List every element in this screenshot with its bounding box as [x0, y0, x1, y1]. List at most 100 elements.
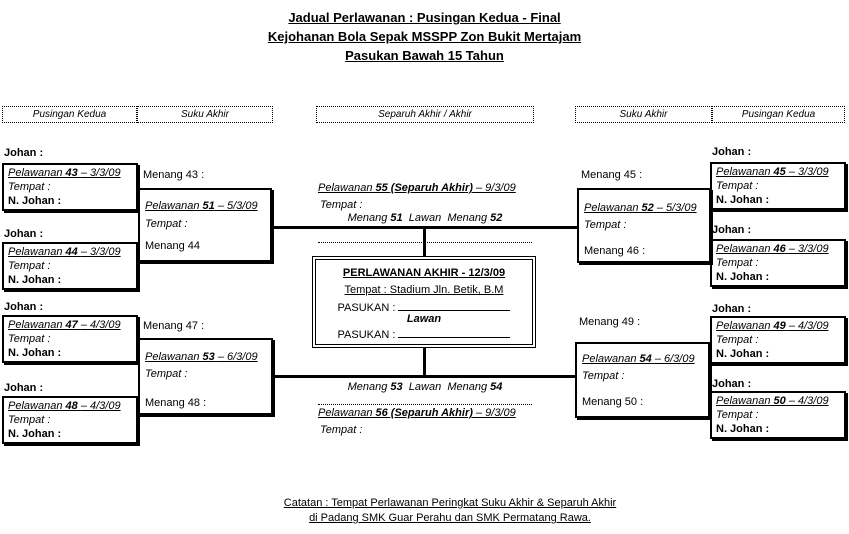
qf52-winner-top-label: Menang 45 : [581, 169, 643, 181]
sf56-num-b: 54 [490, 381, 503, 393]
pelawanan-label: Pelawanan [716, 243, 771, 255]
johan-label-45: Johan : [712, 146, 752, 158]
sf56-num-a: 53 [390, 381, 403, 393]
qf54-winner-bottom-label: Menang 50 : [582, 396, 644, 408]
sf55-menang-a: Menang [347, 212, 388, 224]
match-45-title: Pelawanan 45 – 3/3/09 [716, 165, 840, 179]
match-49-njohan: N. Johan : [716, 348, 770, 360]
match-49-number: 49 [773, 320, 786, 332]
match-49-tempat: Tempat : [716, 334, 759, 346]
match-box-44: Pelawanan 44 – 3/3/09 Tempat : N. Johan … [2, 242, 138, 290]
qf-53-date: – 6/3/09 [217, 351, 258, 363]
match-46-number: 46 [773, 243, 786, 255]
match-50-tempat: Tempat : [716, 409, 759, 421]
final-lawan: Lawan [406, 313, 442, 325]
qf-52-title: Pelawanan 52 – 5/3/09 [584, 202, 708, 214]
match-44-tempat: Tempat : [8, 260, 51, 272]
qf-box-54: Pelawanan 54 – 6/3/09 Tempat : Menang 50… [575, 342, 710, 418]
qf-51-title: Pelawanan 51 – 5/3/09 [145, 200, 269, 212]
match-49-date: – 4/3/09 [788, 320, 829, 332]
title-line1: Jadual Perlawanan : Pusingan Kedua - Fin… [288, 10, 561, 25]
qf54-winner-top-label: Menang 49 : [579, 316, 641, 328]
connector-bottom-hline [272, 375, 577, 378]
match-45-tempat: Tempat : [716, 180, 759, 192]
connector-bottom-vline [423, 348, 426, 375]
round-header-pusingan-kedua-right: Pusingan Kedua [712, 106, 845, 123]
final-box: PERLAWANAN AKHIR - 12/3/09 Tempat : Stad… [312, 256, 536, 348]
johan-label-43: Johan : [4, 147, 44, 159]
match-46-njohan: N. Johan : [716, 271, 770, 283]
sf55-date: – 9/3/09 [475, 182, 516, 194]
match-43-date: – 3/3/09 [80, 167, 121, 179]
match-43-title: Pelawanan 43 – 3/3/09 [8, 166, 132, 180]
pasukan-label: PASUKAN : [337, 329, 396, 341]
match-43-number: 43 [65, 167, 78, 179]
page-title: Jadual Perlawanan : Pusingan Kedua - Fin… [0, 8, 849, 65]
pelawanan-label: Pelawanan [582, 353, 637, 365]
match-box-48: Pelawanan 48 – 4/3/09 Tempat : N. Johan … [2, 396, 138, 444]
qf-box-51: Pelawanan 51 – 5/3/09 Tempat : Menang 44 [138, 188, 272, 262]
pelawanan-label: Pelawanan [8, 400, 63, 412]
pelawanan-label: Pelawanan [716, 320, 771, 332]
dotted-line-bottom [318, 404, 532, 405]
final-pasukan-2: PASUKAN : [316, 326, 532, 341]
match-box-47: Pelawanan 47 – 4/3/09 Tempat : N. Johan … [2, 315, 138, 363]
sf55-title: Pelawanan 55 (Separuh Akhir) – 9/3/09 [318, 182, 516, 194]
sf55-tempat: Tempat : [320, 199, 363, 211]
match-44-title: Pelawanan 44 – 3/3/09 [8, 245, 132, 259]
match-box-46: Pelawanan 46 – 3/3/09 Tempat : N. Johan … [710, 239, 846, 287]
match-box-49: Pelawanan 49 – 4/3/09 Tempat : N. Johan … [710, 316, 846, 364]
match-50-number: 50 [773, 395, 786, 407]
match-44-njohan: N. Johan : [8, 274, 62, 286]
match-44-number: 44 [65, 246, 78, 258]
pelawanan-label: Pelawanan [716, 395, 771, 407]
round-header-suku-akhir-left: Suku Akhir [137, 106, 273, 123]
johan-label-49: Johan : [712, 303, 752, 315]
team-name-blank-2 [398, 326, 511, 338]
qf53-winner-top-label: Menang 47 : [143, 320, 205, 332]
match-48-title: Pelawanan 48 – 4/3/09 [8, 399, 132, 413]
pelawanan-label: Pelawanan [145, 200, 200, 212]
round-header-pusingan-kedua-left: Pusingan Kedua [2, 106, 137, 123]
match-48-njohan: N. Johan : [8, 428, 62, 440]
qf-51-date: – 5/3/09 [217, 200, 258, 212]
johan-label-47: Johan : [4, 301, 44, 313]
sf56-tempat: Tempat : [320, 424, 363, 436]
qf-52-number: 52 [641, 202, 654, 214]
qf-box-53: Pelawanan 53 – 6/3/09 Tempat : Menang 48… [138, 338, 273, 415]
connector-top-hline [272, 226, 577, 229]
sf55-number: 55 (Separuh Akhir) [375, 182, 473, 194]
pelawanan-label: Pelawanan [716, 166, 771, 178]
pelawanan-label: Pelawanan [318, 407, 373, 419]
qf-52-date: – 5/3/09 [656, 202, 697, 214]
sf55-num-b: 52 [490, 212, 503, 224]
johan-label-48: Johan : [4, 382, 44, 394]
title-line3: Pasukan Bawah 15 Tahun [345, 48, 504, 63]
qf-54-date: – 6/3/09 [654, 353, 695, 365]
qf-53-title: Pelawanan 53 – 6/3/09 [145, 351, 270, 363]
match-box-45: Pelawanan 45 – 3/3/09 Tempat : N. Johan … [710, 162, 846, 210]
qf-box-52: Pelawanan 52 – 5/3/09 Tempat : Menang 46… [577, 188, 711, 263]
match-44-date: – 3/3/09 [80, 246, 121, 258]
sf56-matchup: Menang 53 Lawan Menang 54 [318, 381, 532, 393]
sf56-menang-b: Menang [447, 381, 488, 393]
match-45-date: – 3/3/09 [788, 166, 829, 178]
match-48-tempat: Tempat : [8, 414, 51, 426]
match-box-50: Pelawanan 50 – 4/3/09 Tempat : N. Johan … [710, 391, 846, 439]
match-50-title: Pelawanan 50 – 4/3/09 [716, 394, 840, 408]
footer-note: Catatan : Tempat Perlawanan Peringkat Su… [250, 496, 650, 526]
qf-53-tempat: Tempat : [145, 368, 188, 380]
final-venue: Tempat : Stadium Jln. Betik, B.M [344, 284, 504, 296]
title-line2: Kejohanan Bola Sepak MSSPP Zon Bukit Mer… [267, 29, 582, 44]
match-45-njohan: N. Johan : [716, 194, 770, 206]
match-47-number: 47 [65, 319, 78, 331]
qf-54-tempat: Tempat : [582, 370, 625, 382]
qf-53-number: 53 [202, 351, 215, 363]
qf53-winner-bottom-label: Menang 48 : [145, 397, 207, 409]
match-43-tempat: Tempat : [8, 181, 51, 193]
match-47-njohan: N. Johan : [8, 347, 62, 359]
pelawanan-label: Pelawanan [8, 319, 63, 331]
match-43-njohan: N. Johan : [8, 195, 62, 207]
match-box-43: Pelawanan 43 – 3/3/09 Tempat : N. Johan … [2, 163, 138, 211]
